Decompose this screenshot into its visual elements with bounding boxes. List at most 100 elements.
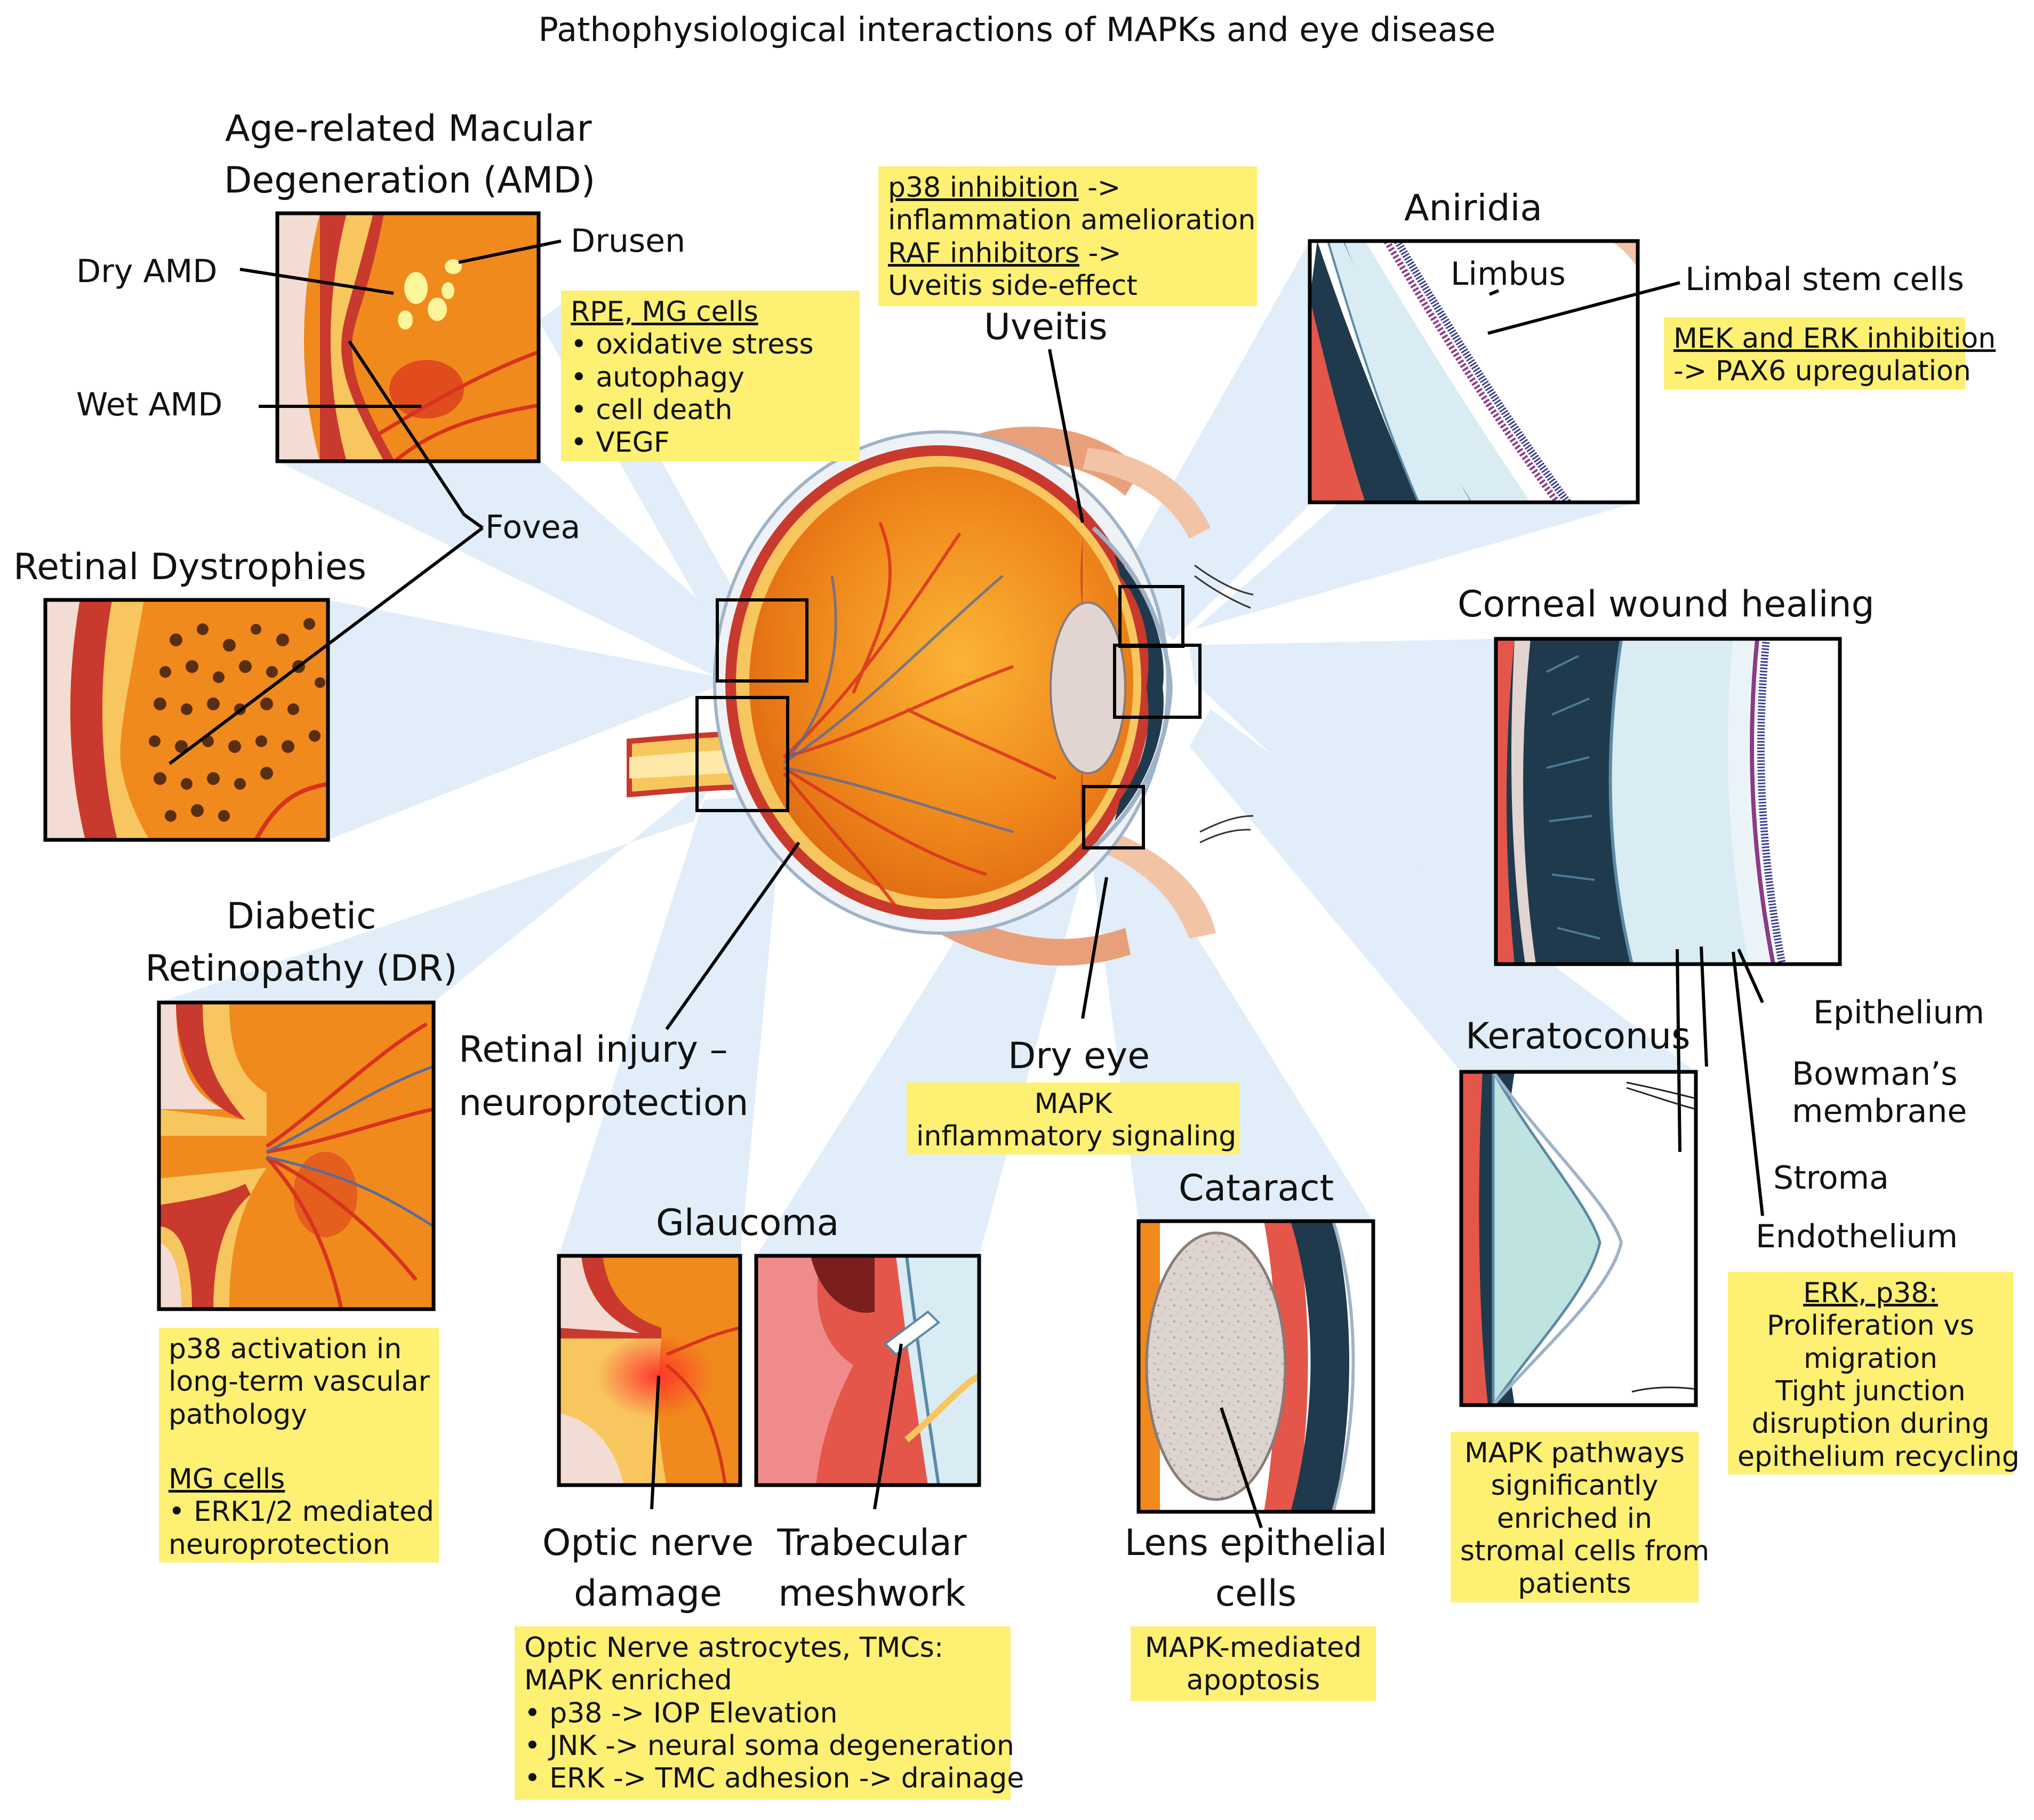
keratoconus-note-line5: patients: [1518, 1568, 1631, 1600]
retinal-dystrophies-panel: [45, 600, 328, 840]
glaucoma-optic-frame: [557, 1254, 742, 1487]
eye-callout-boxes: [695, 585, 1202, 849]
epithelium-label: Epithelium: [1813, 994, 1984, 1031]
endothelium-label: Endothelium: [1756, 1218, 1958, 1255]
uveitis-note-line4: Uveitis side-effect: [888, 270, 1138, 302]
cataract-note: MAPK-mediated apoptosis: [1131, 1626, 1376, 1701]
keratoconus-note-line4: stromal cells from: [1460, 1535, 1710, 1568]
lens-label-line1: Lens epithelial: [1124, 1522, 1388, 1564]
dr-note-line5: • ERK1/2 mediated: [169, 1496, 434, 1528]
amd-note-item: • cell death: [571, 394, 733, 427]
cataract-note-line2: apoptosis: [1186, 1664, 1320, 1697]
keratoconus-panel: [1461, 1072, 1696, 1405]
corneal-panel-frame: [1494, 637, 1842, 966]
bowmans-label-line1: Bowman’s: [1792, 1055, 1958, 1093]
dr-note-line3: pathology: [169, 1398, 308, 1431]
arrow-text: ->: [1079, 237, 1122, 269]
amd-note-head: RPE, MG cells: [571, 296, 758, 328]
glaucoma-note-line5: • ERK -> TMC adhesion -> drainage: [524, 1762, 1024, 1795]
dr-note-line4: MG cells: [169, 1463, 285, 1496]
amd-title-line1: Age-related Macular: [225, 108, 592, 150]
eye-illustration: [627, 427, 1254, 966]
limbal-stem-cells-label: Limbal stem cells: [1685, 261, 1964, 298]
amd-panel-frame: [275, 211, 541, 463]
amd-title-line2: Degeneration (AMD): [224, 159, 596, 202]
corneal-note: ERK, p38: Proliferation vs migration Tig…: [1728, 1272, 2020, 1474]
leader-lines: [169, 239, 1764, 1528]
bowmans-label-line2: membrane: [1792, 1093, 1967, 1130]
dr-note-line2: long-term vascular: [169, 1366, 430, 1398]
amd-note-item: • autophagy: [571, 361, 744, 394]
lens-label-line2: cells: [1215, 1573, 1297, 1615]
keratoconus-label: Keratoconus: [1466, 1015, 1691, 1057]
corneal-note-line5: disruption during: [1751, 1408, 1990, 1440]
dr-note-line1: p38 activation in: [169, 1333, 402, 1365]
keratoconus-panel-frame: [1459, 1070, 1698, 1407]
glaucoma-note-line2: MAPK enriched: [524, 1664, 732, 1697]
corneal-note-line6: epithelium recycling: [1737, 1440, 2020, 1473]
uveitis-note: p38 inhibition -> inflammation ameliorat…: [878, 166, 1257, 306]
retinal-injury-line2: neuroprotection: [459, 1082, 749, 1124]
keratoconus-note-line3: enriched in: [1496, 1502, 1653, 1535]
drusen-label: Drusen: [571, 222, 686, 260]
corneal-note-line4: Tight junction: [1775, 1375, 1966, 1408]
limbus-label: Limbus: [1451, 255, 1566, 293]
retinal-dystrophies-label: Retinal Dystrophies: [13, 546, 367, 588]
dr-title-line2: Retinopathy (DR): [145, 948, 458, 990]
wet-amd-label: Wet AMD: [76, 386, 223, 423]
trabecular-label-line2: meshwork: [778, 1573, 966, 1615]
aniridia-note-line2: -> PAX6 upregulation: [1673, 355, 1971, 388]
dr-note: p38 activation in long-term vascular pat…: [159, 1328, 439, 1562]
spacer: [169, 1431, 429, 1463]
dr-title-line1: Diabetic: [226, 895, 377, 937]
glaucoma-trabecular-frame: [754, 1254, 981, 1487]
aniridia-label: Aniridia: [1404, 187, 1543, 229]
corneal-note-line1: ERK, p38:: [1803, 1277, 1938, 1309]
amd-note-item: • oxidative stress: [571, 328, 814, 361]
retinal-injury-line1: Retinal injury –: [459, 1029, 728, 1071]
glaucoma-note-line4: • JNK -> neural soma degeneration: [524, 1730, 1014, 1762]
dry-eye-note-line1: MAPK: [1034, 1088, 1112, 1120]
dry-eye-note: MAPK inflammatory signaling: [907, 1083, 1240, 1154]
uveitis-note-line2: inflammation amelioration: [888, 204, 1256, 237]
aniridia-panel-frame: [1308, 239, 1640, 504]
glaucoma-trabecular-panel: [756, 1256, 979, 1485]
keratoconus-note-line1: MAPK pathways: [1464, 1437, 1685, 1469]
cataract-label: Cataract: [1179, 1167, 1334, 1209]
raf-inhibitors-text: RAF inhibitors: [888, 237, 1079, 269]
retinal-dystrophies-frame: [43, 598, 330, 842]
corneal-note-line2: Proliferation vs: [1767, 1310, 1974, 1342]
corneal-wound-healing-label: Corneal wound healing: [1458, 583, 1875, 626]
corneal-panel: [1496, 639, 1840, 964]
glaucoma-note: Optic Nerve astrocytes, TMCs: MAPK enric…: [515, 1626, 1024, 1800]
dry-eye-label: Dry eye: [1008, 1035, 1150, 1077]
arrow-text: ->: [1078, 172, 1121, 204]
glaucoma-optic-panel: [559, 1256, 740, 1485]
aniridia-note-line1: MEK and ERK inhibition: [1673, 323, 1996, 355]
uveitis-note-line1: p38 inhibition ->: [888, 172, 1247, 204]
dry-eye-note-line2: inflammatory signaling: [916, 1120, 1237, 1153]
dry-amd-label: Dry AMD: [76, 253, 218, 290]
corneal-note-line3: migration: [1804, 1342, 1937, 1375]
glaucoma-note-line1: Optic Nerve astrocytes, TMCs:: [524, 1632, 944, 1664]
amd-note: RPE, MG cells • oxidative stress • autop…: [561, 291, 860, 461]
cataract-panel: [1139, 1221, 1373, 1512]
keratoconus-note: MAPK pathways significantly enriched in …: [1451, 1432, 1710, 1602]
dr-panel-frame: [157, 1000, 436, 1311]
glaucoma-note-line3: • p38 -> IOP Elevation: [524, 1697, 838, 1729]
keratoconus-note-line2: significantly: [1491, 1470, 1659, 1502]
optic-nerve-label-line1: Optic nerve: [542, 1522, 754, 1564]
amd-note-item: • VEGF: [571, 427, 670, 459]
fovea-label: Fovea: [485, 509, 581, 546]
amd-panel: [277, 213, 539, 461]
dr-panel: [159, 1003, 434, 1309]
trabecular-label-line1: Trabecular: [777, 1522, 967, 1564]
dr-note-line6: neuroprotection: [169, 1528, 390, 1561]
optic-nerve-label-line2: damage: [574, 1573, 722, 1615]
uveitis-note-line3: RAF inhibitors ->: [888, 237, 1247, 270]
aniridia-panel: [1310, 241, 1638, 502]
figure-title: Pathophysiological interactions of MAPKs…: [538, 10, 1496, 49]
glaucoma-label: Glaucoma: [656, 1202, 839, 1244]
